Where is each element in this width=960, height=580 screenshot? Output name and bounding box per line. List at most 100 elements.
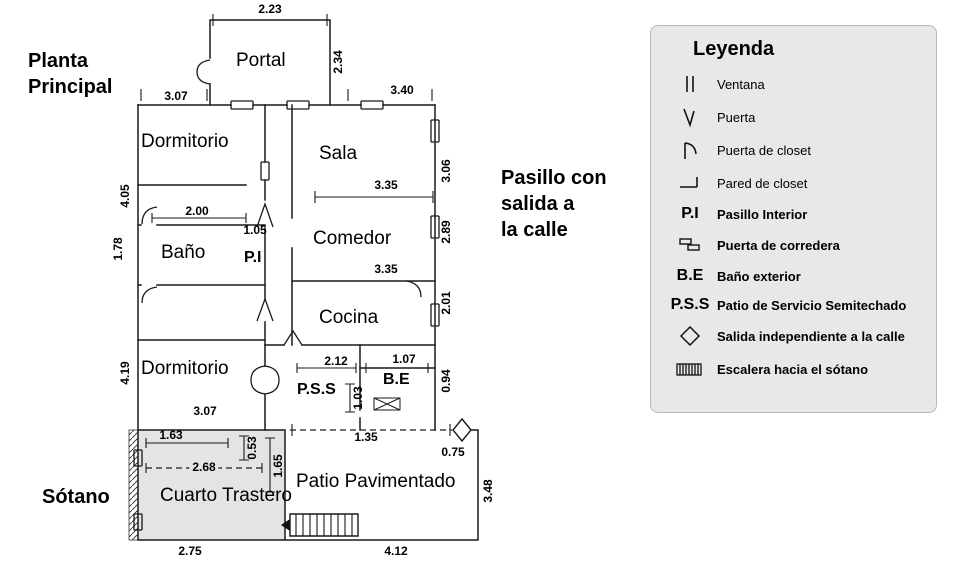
basement-area <box>138 430 285 540</box>
stairs-icon <box>281 513 359 537</box>
legend-item-ventana: Ventana <box>663 73 928 95</box>
room-label-sala: Sala <box>319 143 358 164</box>
dim-sala-height: 3.06 <box>439 159 453 183</box>
dim-comedor-height: 2.89 <box>439 220 453 244</box>
legend-item-puerta-closet: Puerta de closet <box>663 139 928 161</box>
legend-item-puerta: Puerta <box>663 106 928 128</box>
pss-symbol-text: P.S.S <box>670 296 710 313</box>
closet-door-icon <box>663 139 717 161</box>
legend-title: Leyenda <box>693 38 775 60</box>
closet-door-icon <box>405 280 422 298</box>
legend-item-bano-exterior: B.E Baño exterior <box>663 267 928 285</box>
dim-salida-width: 0.75 <box>441 445 465 459</box>
legend-label: Salida independiente a la calle <box>717 328 905 344</box>
sliding-door-icon <box>260 161 270 181</box>
dim-portal-depth: 2.34 <box>331 50 345 74</box>
window-icons <box>133 100 440 531</box>
dim-sala-comedor: 3.35 <box>374 178 398 192</box>
pi-symbol-text: P.I <box>681 205 699 222</box>
legend-item-pared-closet: Pared de closet <box>663 172 928 194</box>
dim-patio-top: 1.35 <box>354 430 378 444</box>
plan-title: Planta Principal <box>28 50 113 98</box>
dim-dorm1-width: 3.07 <box>164 89 188 103</box>
room-label-pi: P.I <box>244 249 262 266</box>
dim-cocina-height: 2.01 <box>439 291 453 315</box>
window-icon <box>663 73 717 95</box>
dim-pss-width: 2.12 <box>324 354 348 368</box>
dim-trastero-width: 2.68 <box>189 460 219 474</box>
dim-left-lower: 4.19 <box>118 361 132 385</box>
pi-symbol: P.I <box>663 205 717 223</box>
room-label-be: B.E <box>383 371 410 388</box>
legend-item-escalera: Escalera hacia el sótano <box>663 358 928 380</box>
closet-door-icon <box>141 206 158 225</box>
room-label-bano: Baño <box>161 242 206 263</box>
legend-item-salida: Salida independiente a la calle <box>663 325 928 347</box>
legend-label: Escalera hacia el sótano <box>717 361 869 377</box>
legend-label: Patio de Servicio Semitechado <box>717 297 907 313</box>
walls <box>137 19 479 541</box>
window-icon <box>430 215 440 239</box>
stairs-icon <box>663 358 717 380</box>
hallway-note-line2: salida a <box>501 193 575 215</box>
room-label-portal: Portal <box>236 50 286 71</box>
room-label-cuarto-trastero: Cuarto Trastero <box>160 485 292 506</box>
dim-bano-height: 1.78 <box>111 237 125 261</box>
closet-wall-icon <box>663 172 717 194</box>
window-icon <box>430 303 440 327</box>
double-door-icon <box>250 365 280 395</box>
room-label-dormitorio-bottom: Dormitorio <box>141 358 229 379</box>
window-icon <box>430 119 440 143</box>
legend-label: Puerta de closet <box>717 142 811 158</box>
room-label-patio: Patio Pavimentado <box>296 471 456 492</box>
dim-bottom-right: 4.12 <box>384 544 408 558</box>
dim-bano-width: 2.00 <box>185 204 209 218</box>
window-icon <box>286 100 310 110</box>
window-icon <box>133 513 143 531</box>
legend-label: Pared de closet <box>717 175 808 191</box>
dim-niche-width: 1.63 <box>159 428 183 442</box>
window-icon <box>133 449 143 467</box>
be-symbol: B.E <box>663 267 717 285</box>
door-icon <box>283 329 303 346</box>
exit-diamond-icon <box>663 325 717 347</box>
window-icon <box>230 100 254 110</box>
legend-label: Ventana <box>717 76 765 92</box>
pss-symbol: P.S.S <box>663 296 717 314</box>
hallway-note-line3: la calle <box>501 219 568 241</box>
door-icon <box>256 202 274 228</box>
legend-item-pss: P.S.S Patio de Servicio Semitechado <box>663 296 928 314</box>
legend-label: Baño exterior <box>717 268 801 284</box>
legend-item-puerta-corredera: Puerta de corredera <box>663 234 928 256</box>
door-icon <box>256 297 274 322</box>
dim-bottom-left: 2.75 <box>178 544 202 558</box>
basement-title: Sótano <box>42 486 110 508</box>
dim-pi-width: 1.05 <box>243 223 267 237</box>
dim-patio-height: 3.48 <box>481 479 495 503</box>
room-label-comedor: Comedor <box>313 228 392 249</box>
dim-sala-width: 3.40 <box>390 83 414 97</box>
room-label-cocina: Cocina <box>319 307 379 328</box>
door-icon <box>663 106 717 128</box>
exit-diamond-icon <box>452 417 472 443</box>
dim-be-inner: 1.03 <box>351 386 365 410</box>
bath-fixture-icon <box>373 397 401 411</box>
dim-niche-depth: 0.53 <box>245 436 259 460</box>
dim-portal-width: 2.23 <box>258 2 282 16</box>
dim-be-height: 0.94 <box>439 369 453 393</box>
window-icon <box>360 100 384 110</box>
legend-label: Puerta de corredera <box>717 237 840 253</box>
door-icons <box>141 59 422 395</box>
closet-door-icon <box>141 286 158 304</box>
legend-panel: Leyenda Ventana Puerta Pu <box>650 25 937 413</box>
hallway-note-line1: Pasillo con <box>501 167 607 189</box>
room-label-dormitorio-top: Dormitorio <box>141 131 229 152</box>
dim-comedor-cocina: 3.35 <box>374 262 398 276</box>
door-icon <box>196 59 211 85</box>
legend-item-pasillo-interior: P.I Pasillo Interior <box>663 205 928 223</box>
dim-be-width: 1.07 <box>392 352 416 366</box>
hallway-note: Pasillo con salida a la calle <box>501 165 607 243</box>
dim-left-upper: 4.05 <box>118 184 132 208</box>
